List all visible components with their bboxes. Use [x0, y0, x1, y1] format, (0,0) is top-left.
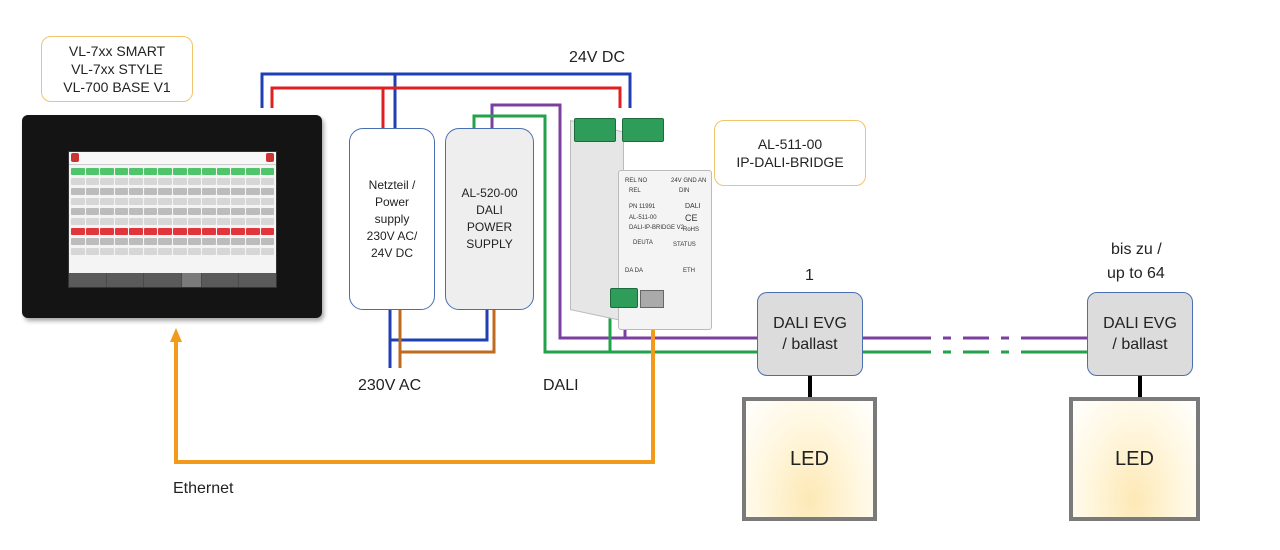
label-ballast-last-1: bis zu / — [1111, 241, 1162, 258]
power-supply-line-5: 24V DC — [370, 245, 414, 260]
bridge-terminals: 24V GND AN — [671, 178, 707, 184]
label-ballast-first: 1 — [805, 267, 814, 284]
dali-psu-line-2: DALI — [476, 203, 503, 217]
bridge-rohs: RoHS — [683, 227, 700, 233]
bridge-rel-no: REL NO — [625, 178, 648, 184]
touch-panel-image — [22, 115, 322, 318]
label-ethernet: Ethernet — [173, 480, 234, 497]
bridge-note-line-1: AL-511-00 — [757, 136, 823, 152]
bridge-note-line-2: IP-DALI-BRIDGE — [736, 154, 844, 170]
ballast-first: DALI EVG / ballast — [757, 292, 863, 376]
label-24v-dc: 24V DC — [569, 49, 626, 66]
power-supply-line-3: supply — [374, 211, 410, 226]
bridge-pn: PN 11991 — [629, 204, 656, 210]
bridge-model: AL-511-00 — [629, 215, 657, 221]
ballast-last: DALI EVG / ballast — [1087, 292, 1193, 376]
wire-24v-blue — [260, 72, 632, 108]
power-supply-box: Netzteil / Power supply 230V AC/ 24V DC — [349, 128, 435, 310]
bridge-dali: DALI — [685, 203, 701, 210]
bridge-rel: REL — [629, 188, 641, 194]
dali-psu-line-3: POWER — [466, 220, 513, 234]
wire-dali-green-top — [472, 114, 757, 354]
wire-24v-red — [270, 86, 622, 108]
ballast-first-line-1: DALI EVG — [773, 315, 847, 332]
touch-panel-screen — [68, 151, 277, 288]
led-first: LED — [742, 397, 877, 521]
dali-psu-line-4: SUPPLY — [466, 237, 513, 251]
ethernet-arrow-left — [170, 328, 182, 342]
ballast-first-line-2: / ballast — [782, 336, 838, 353]
dali-psu-line-1: AL-520-00 — [461, 186, 518, 200]
bridge-da: DA DA — [625, 268, 644, 274]
bridge-brand: DEUTA — [633, 240, 653, 246]
led-first-label: LED — [790, 447, 829, 470]
wire-ac-brown-dali — [400, 310, 496, 354]
label-ballast-last-2: up to 64 — [1107, 265, 1165, 282]
wire-ethernet — [174, 322, 655, 464]
label-230v-ac: 230V AC — [358, 377, 422, 394]
panel-device-line-3: VL-700 BASE V1 — [63, 79, 171, 95]
panel-device-line-1: VL-7xx SMART — [68, 43, 166, 59]
power-supply-line-4: 230V AC/ — [366, 228, 418, 243]
panel-device-line-2: VL-7xx STYLE — [71, 61, 163, 77]
bridge-status: STATUS — [673, 242, 696, 248]
label-dali: DALI — [543, 377, 579, 394]
power-supply-line-1: Netzteil / — [368, 177, 416, 192]
led-last-label: LED — [1115, 447, 1154, 470]
bridge-note: AL-511-00 IP-DALI-BRIDGE — [714, 120, 866, 186]
bridge-desc: DALI-IP-BRIDGE V2 — [629, 225, 685, 231]
power-supply-line-2: Power — [374, 194, 409, 209]
wire-ac-blue-dali — [390, 310, 489, 342]
bridge-ce: CE — [685, 213, 698, 223]
ballast-last-line-1: DALI EVG — [1103, 315, 1177, 332]
panel-device-note: VL-7xx SMART VL-7xx STYLE VL-700 BASE V1 — [41, 36, 193, 102]
dali-bridge-device-image: REL NO 24V GND AN REL DIN PN 11991 DALI … — [570, 118, 715, 330]
dali-power-supply-box: AL-520-00 DALI POWER SUPPLY — [445, 128, 534, 310]
ballast-last-line-2: / ballast — [1112, 336, 1168, 353]
bridge-din: DIN — [679, 188, 690, 194]
led-last: LED — [1069, 397, 1200, 521]
bridge-eth: ETH — [683, 268, 695, 274]
